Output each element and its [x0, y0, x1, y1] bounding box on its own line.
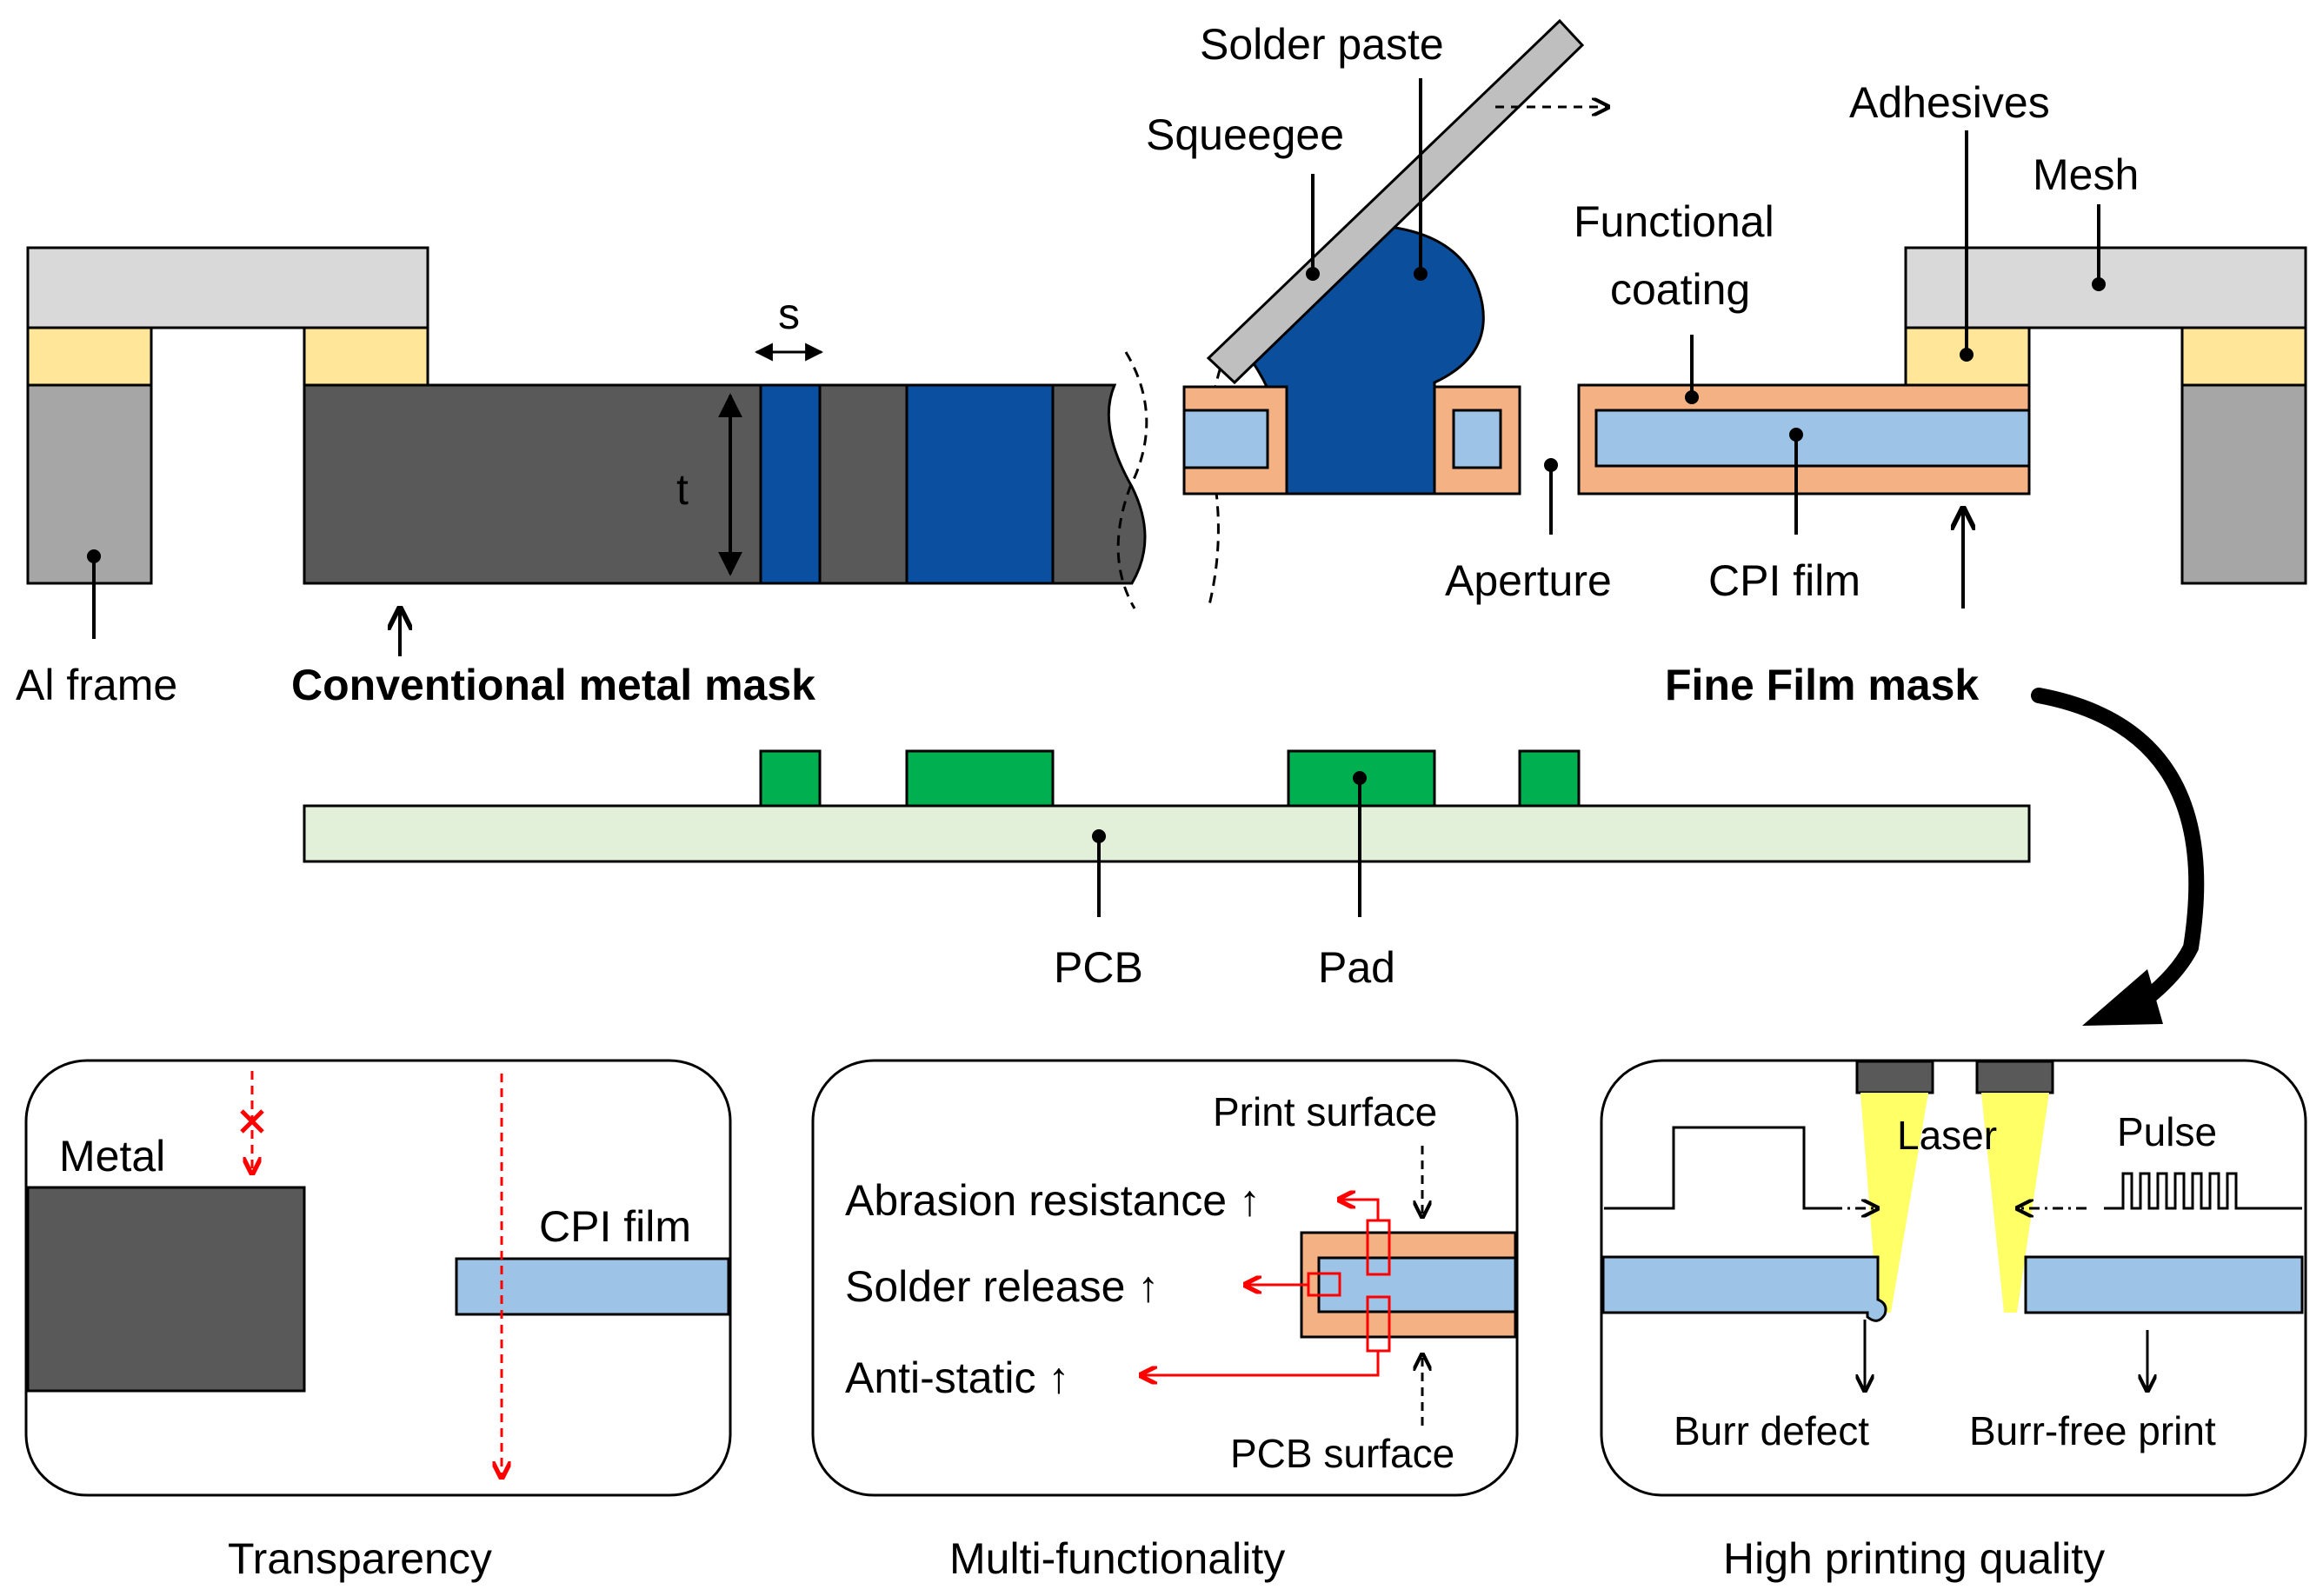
burr-film-left	[1601, 1255, 1887, 1322]
multi-pulse-waveform	[2104, 1172, 2302, 1210]
burr-free-film-right	[2024, 1255, 2304, 1314]
pad-label: Pad	[1318, 943, 1395, 992]
al-frame-label: Al frame	[16, 661, 177, 709]
fine-film-label: Fine Film mask	[1665, 661, 1979, 709]
solder-release-label: Solder release ↑	[845, 1262, 1159, 1311]
pcb-pad-2	[905, 749, 1055, 808]
anti-static-label: Anti-static ↑	[845, 1353, 1069, 1402]
laser-head-left	[1855, 1060, 1934, 1094]
mf-core	[1317, 1256, 1517, 1313]
left-adhesive-1	[26, 326, 153, 387]
quality-panel: Laser Pulse Burr defect Burr-free print …	[1600, 1059, 2307, 1583]
solder-paste-label: Solder paste	[1200, 20, 1444, 69]
right-mesh-bar	[1904, 246, 2307, 329]
right-adhesive-outer	[2180, 326, 2307, 387]
blocked-cross-icon	[240, 1109, 264, 1134]
left-mesh-bar	[26, 246, 429, 329]
metal-aperture-2	[905, 383, 1055, 585]
metal-mask-group: t s Conventional metal mask	[291, 289, 1228, 709]
squeegee-blade	[1206, 18, 1585, 385]
transparency-cpi-strip	[455, 1257, 730, 1316]
transparency-metal-block	[26, 1186, 306, 1393]
burr-free-label: Burr-free print	[1969, 1408, 2216, 1453]
antistatic-arrow	[1141, 1351, 1380, 1375]
thickness-label: t	[676, 465, 689, 514]
squeegee-label: Squeegee	[1146, 110, 1344, 159]
quality-caption: High printing quality	[1723, 1534, 2105, 1583]
metal-aperture-1	[759, 383, 822, 585]
transparency-cpi-label: CPI film	[539, 1202, 691, 1251]
left-adhesive-2	[303, 326, 429, 387]
left-frame-group: Al frame	[16, 246, 429, 709]
laser-head-right	[1975, 1060, 2054, 1094]
pcb-pad-1	[759, 749, 822, 808]
fine-film-core	[1594, 409, 2031, 468]
pcb-board	[303, 804, 2031, 863]
quality-box	[1600, 1059, 2307, 1497]
abrasion-arrow	[1339, 1200, 1380, 1220]
mesh-label: Mesh	[2033, 150, 2139, 199]
multifunctionality-box	[811, 1059, 1519, 1497]
adhesives-label: Adhesives	[1849, 78, 2050, 127]
coating-label-line1: Functional	[1574, 197, 1774, 246]
print-surface-label: Print surface	[1213, 1089, 1437, 1134]
cpi-film-label: CPI film	[1708, 556, 1860, 605]
break-line-1	[1116, 351, 1148, 609]
film-right-core	[1452, 409, 1502, 469]
multifunctionality-panel: Print surface Abrasion resistance ↑ Sold…	[811, 1059, 1519, 1583]
curved-transition-arrow	[2031, 688, 2205, 1025]
pcb-surface-label: PCB surface	[1230, 1431, 1454, 1476]
aperture-label: Aperture	[1445, 556, 1612, 605]
pcb-label: PCB	[1054, 943, 1143, 992]
laser-label: Laser	[1897, 1113, 1997, 1158]
film-left-core	[1182, 409, 1269, 469]
transparency-panel: Metal CPI film Transparency	[24, 1059, 732, 1583]
squeegee-group: Solder paste Squeegee	[1146, 18, 1608, 495]
burr-defect-label: Burr defect	[1674, 1408, 1869, 1453]
coating-label-line2: coating	[1610, 265, 1750, 314]
pcb-pad-4	[1518, 749, 1581, 808]
film-right-coating	[1433, 385, 1521, 495]
left-al-frame	[26, 383, 153, 585]
transparency-caption: Transparency	[228, 1534, 492, 1583]
pcb-group: PCB Pad	[303, 749, 2031, 992]
pulse-label: Pulse	[2117, 1109, 2217, 1154]
abrasion-label: Abrasion resistance ↑	[845, 1176, 1261, 1225]
fine-film-group: Aperture CPI film Functional coating Adh…	[1445, 78, 2307, 709]
metal-mask-label: Conventional metal mask	[291, 661, 815, 709]
right-al-frame	[2180, 383, 2307, 585]
multifunctionality-caption: Multi-functionality	[949, 1534, 1285, 1583]
spacing-label: s	[778, 289, 800, 338]
curved-arrow-head	[2082, 969, 2163, 1026]
transparency-metal-label: Metal	[59, 1132, 165, 1180]
